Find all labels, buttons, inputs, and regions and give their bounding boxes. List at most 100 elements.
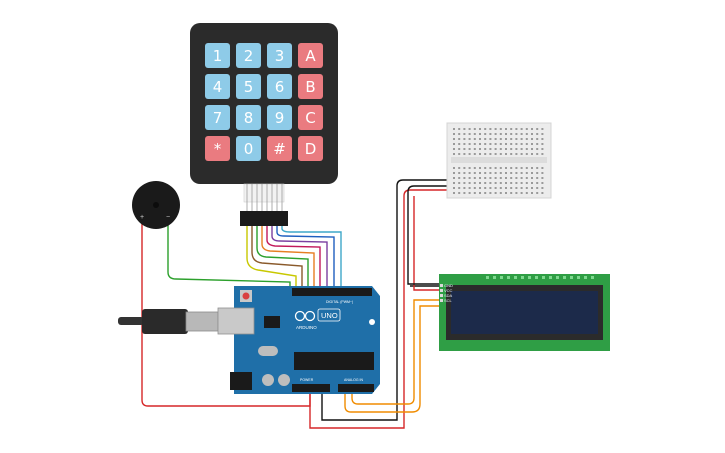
breadboard-hole [505, 128, 507, 130]
breadboard-hole [520, 182, 523, 184]
breadboard-hole [479, 172, 481, 174]
breadboard-hole [494, 167, 497, 169]
lcd-header-pin [486, 276, 489, 279]
breadboard-hole [484, 177, 487, 179]
breadboard-hole [453, 177, 455, 179]
breadboard-hole [473, 128, 476, 130]
breadboard-hole [520, 133, 523, 135]
arduino-mount-hole [369, 319, 375, 325]
wire-breadboard-black-lcd [407, 192, 440, 285]
breadboard-hole [520, 138, 523, 140]
breadboard-hole [458, 167, 461, 169]
lcd-header-pin [528, 276, 531, 279]
breadboard-hole [525, 182, 528, 184]
breadboard-hole [525, 143, 528, 145]
breadboard-hole [473, 192, 476, 194]
breadboard-hole [499, 167, 502, 169]
keypad-key[interactable] [267, 43, 292, 68]
wires [141, 179, 479, 429]
lcd-pin-label: SCL [444, 298, 453, 303]
breadboard-hole [536, 172, 539, 174]
arduino-analog-header [338, 384, 374, 392]
keypad-key[interactable] [267, 74, 292, 99]
breadboard-hole [525, 128, 528, 130]
breadboard-hole [541, 172, 544, 174]
wire-keypad-5 [266, 225, 321, 292]
keypad-key[interactable] [298, 105, 323, 130]
breadboard-hole [515, 192, 518, 194]
keypad-key[interactable] [205, 105, 230, 130]
breadboard-hole [479, 182, 481, 184]
breadboard-hole [479, 192, 481, 194]
keypad-ribbon-lines [246, 184, 283, 212]
breadboard-hole [468, 148, 471, 150]
breadboard-hole [505, 182, 507, 184]
arduino-capacitor-2 [278, 374, 290, 386]
breadboard-hole [468, 172, 471, 174]
lcd-pin-label: VCC [444, 288, 453, 293]
keypad-key[interactable] [298, 43, 323, 68]
breadboard-hole [484, 128, 487, 130]
keypad-key[interactable] [236, 43, 261, 68]
breadboard-hole [499, 133, 502, 135]
breadboard-hole [505, 138, 507, 140]
breadboard-hole [479, 128, 481, 130]
keypad-key[interactable] [236, 105, 261, 130]
breadboard-hole [468, 192, 471, 194]
breadboard-hole [453, 153, 455, 155]
breadboard-holes [453, 128, 544, 194]
breadboard-hole [484, 148, 487, 150]
breadboard-hole [489, 143, 492, 145]
breadboard-hole [505, 177, 507, 179]
breadboard-hole [458, 182, 461, 184]
wire-keypad-8 [281, 225, 342, 292]
keypad-key[interactable] [205, 136, 230, 161]
wire-keypad-3 [256, 225, 309, 292]
breadboard-hole [484, 192, 487, 194]
breadboard-hole [531, 177, 533, 179]
arduino-uno: ARDUINO UNO DIGITAL (PWM~) POWER ANALOG … [217, 286, 380, 394]
buzzer: + − [132, 181, 180, 229]
breadboard-hole [510, 182, 513, 184]
buzzer-hole [153, 202, 159, 208]
keypad-key[interactable] [205, 43, 230, 68]
keypad-key[interactable] [236, 136, 261, 161]
keypad-key[interactable] [205, 74, 230, 99]
lcd-pin [440, 299, 443, 302]
breadboard-hole [453, 128, 455, 130]
breadboard-hole [510, 153, 513, 155]
keypad-key-label: 7 [213, 109, 223, 127]
breadboard-hole [458, 187, 461, 189]
breadboard-hole [484, 167, 487, 169]
breadboard-hole [525, 177, 528, 179]
breadboard-hole [520, 167, 523, 169]
breadboard-hole [463, 138, 466, 140]
breadboard-hole [536, 187, 539, 189]
keypad-key[interactable] [298, 136, 323, 161]
breadboard-hole [489, 192, 492, 194]
keypad-key[interactable] [267, 105, 292, 130]
keypad-key[interactable] [298, 74, 323, 99]
breadboard-hole [531, 192, 533, 194]
breadboard-hole [473, 187, 476, 189]
keypad-key[interactable] [236, 74, 261, 99]
keypad-key[interactable] [267, 136, 292, 161]
lcd-header-pin [500, 276, 503, 279]
breadboard-hole [515, 128, 518, 130]
arduino-brand: ARDUINO [296, 325, 317, 330]
breadboard-hole [536, 167, 539, 169]
wire-scl-orange [344, 305, 440, 413]
lcd-header-pin [535, 276, 538, 279]
breadboard-hole [494, 138, 497, 140]
breadboard-hole [525, 138, 528, 140]
breadboard-hole [520, 153, 523, 155]
breadboard-hole [479, 143, 481, 145]
wire-breadboard-red-lcd [413, 196, 440, 291]
breadboard-hole [525, 167, 528, 169]
breadboard-hole [525, 187, 528, 189]
breadboard-hole [510, 148, 513, 150]
usb-plug-metal [185, 311, 219, 332]
